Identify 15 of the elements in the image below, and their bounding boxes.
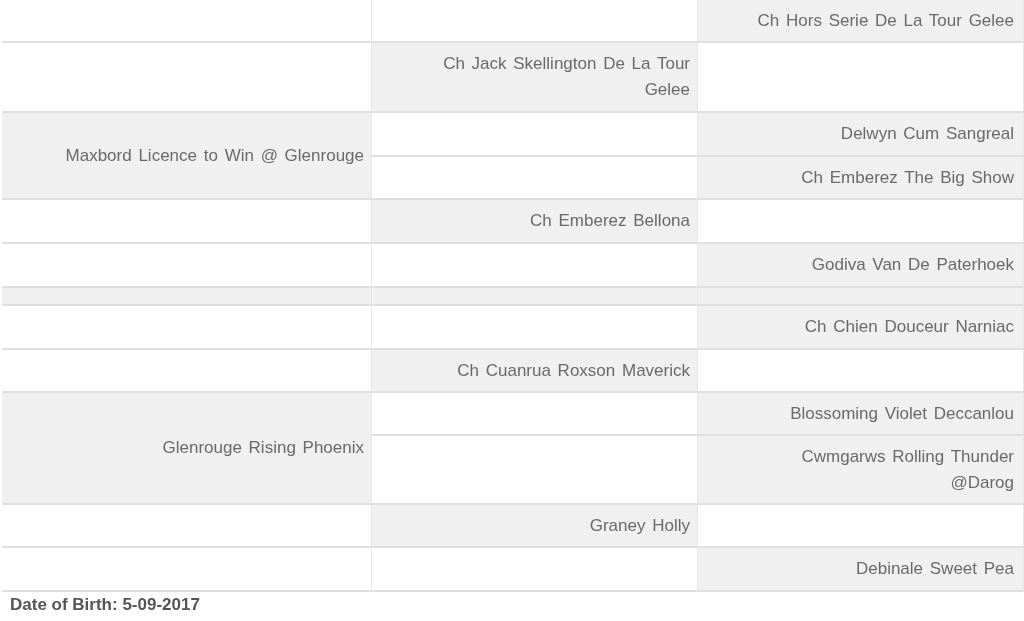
birth-date-caption: Date of Birth: 5-09-2017 [10, 594, 200, 616]
dog-name: Graney Holly [589, 514, 690, 537]
dog-name: Godiva Van De Paterhoek [811, 254, 1014, 276]
dog-name: Debinale Sweet Pea [855, 558, 1014, 580]
dog-name: Maxbord Licence to Win @ Glenrouge [65, 144, 364, 167]
dog-name: Ch Emberez Bellona [530, 210, 690, 232]
dog-name: Cwmgarws Rolling Thunder @Darog [800, 445, 1014, 494]
dog-name: Ch Chien Douceur Narniac [804, 316, 1014, 338]
dog-name: Glenrouge Rising Phoenix [162, 437, 364, 459]
dog-name: Ch Cuanrua Roxson Maverick [457, 359, 690, 382]
dog-name: Ch Emberez The Big Show [801, 166, 1014, 189]
dog-name: Delwyn Cum Sangreal [840, 123, 1014, 145]
dog-name: Ch Jack Skellington De La Tour Gelee [442, 53, 690, 101]
dog-name: Ch Hors Serie De La Tour Gelee [757, 9, 1014, 32]
dog-name: Blossoming Violet Deccanlou [790, 402, 1014, 425]
